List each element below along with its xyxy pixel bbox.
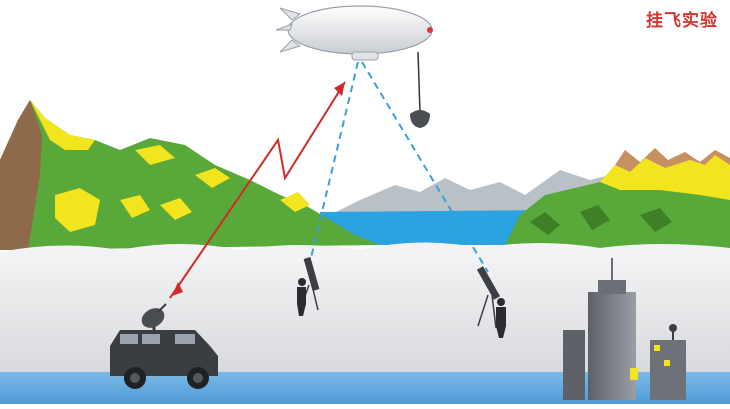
red-communication-link: [169, 81, 346, 299]
observer-with-telescope-icon: [297, 257, 320, 316]
right-mountains: [505, 148, 730, 250]
lake: [320, 210, 560, 245]
left-mountains: [0, 100, 380, 250]
airship-icon: [275, 5, 433, 61]
page-title: 挂飞实验: [646, 11, 718, 31]
military-vehicle-icon: [110, 330, 218, 389]
skyscraper-icon: [563, 258, 686, 400]
satellite-dish-icon: [141, 303, 167, 330]
bottom-water: [0, 372, 730, 404]
payload-sensor-icon: [410, 51, 430, 128]
blue-observation-link: [309, 61, 489, 273]
observer-with-telescope-icon: [476, 266, 506, 338]
